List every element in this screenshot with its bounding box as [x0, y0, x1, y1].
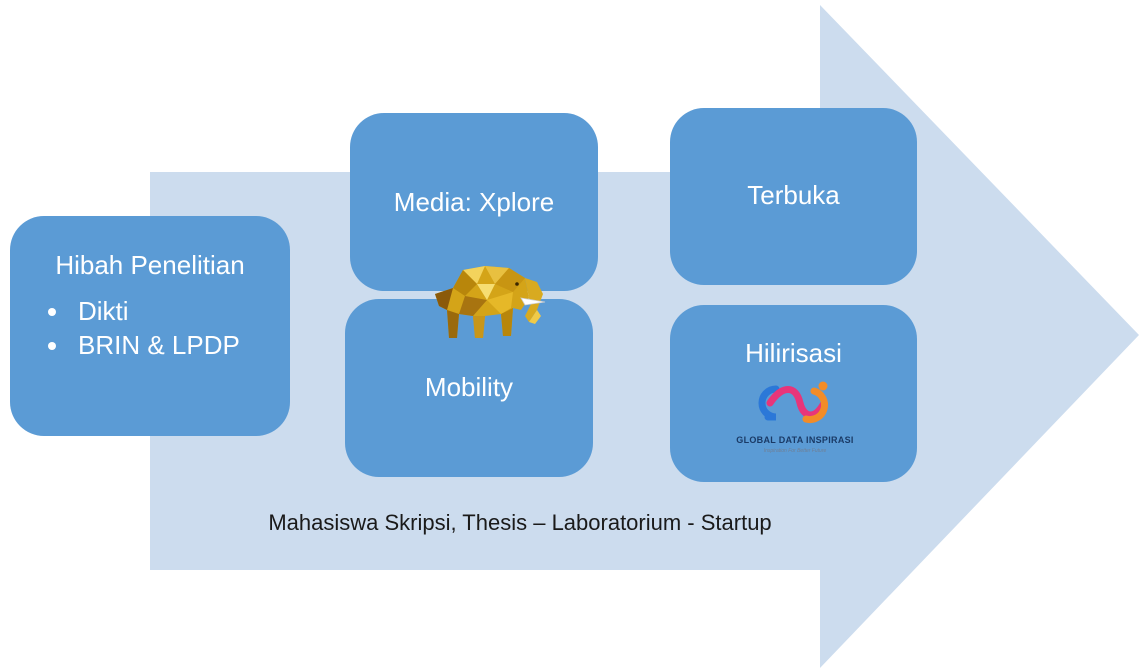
hibah-penelitian-box: Hibah Penelitian Dikti BRIN & LPDP — [10, 216, 290, 436]
hibah-penelitian-title: Hibah Penelitian — [55, 250, 245, 280]
media-xplore-box: Media: Xplore — [350, 113, 598, 291]
gdi-logo-mark-icon — [758, 381, 829, 424]
golden-elephant-icon — [435, 266, 546, 338]
gdi-company-name: GLOBAL DATA INSPIRASI — [736, 435, 854, 445]
terbuka-box: Terbuka — [670, 108, 917, 285]
gdi-tagline: Inspiration For Better Future — [763, 448, 827, 454]
global-data-inspirasi-logo: GLOBAL DATA INSPIRASI Inspiration For Be… — [710, 375, 880, 460]
bottom-caption: Mahasiswa Skripsi, Thesis – Laboratorium… — [268, 510, 772, 535]
hilirisasi-title: Hilirisasi — [745, 338, 842, 368]
funding-item-brin-lpdp: BRIN & LPDP — [34, 328, 240, 362]
hibah-funding-list: Dikti BRIN & LPDP — [34, 294, 240, 362]
mobility-box: Mobility — [345, 299, 593, 477]
funding-item-dikti: Dikti — [34, 294, 240, 328]
media-xplore-title: Media: Xplore — [393, 187, 555, 217]
mobility-title: Mobility — [424, 372, 514, 402]
terbuka-title: Terbuka — [747, 180, 840, 210]
arrow-shape — [150, 5, 1139, 668]
